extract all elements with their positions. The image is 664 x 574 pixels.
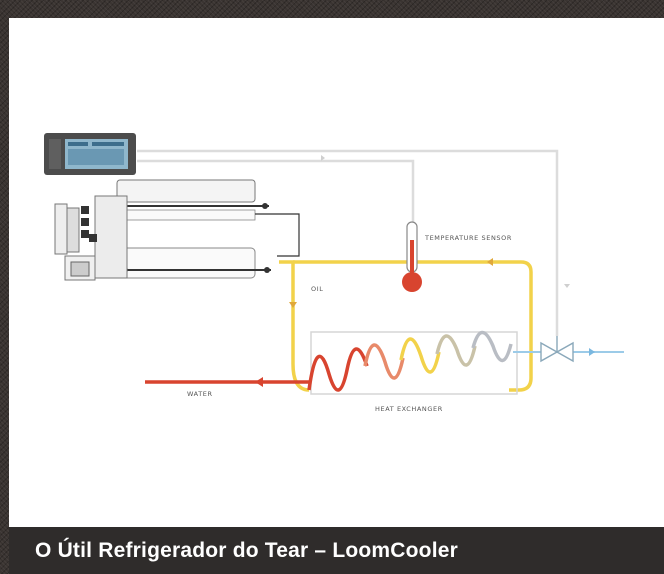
heat-exchanger-housing bbox=[310, 331, 518, 395]
loomcooler-schematic: TEMPERATURE SENSOR OIL WATER HEAT EXCHAN… bbox=[44, 133, 624, 413]
hot-water-arrow-icon bbox=[255, 377, 263, 387]
oil-flow-arrow-icon bbox=[289, 302, 297, 308]
heat-exchanger-coil bbox=[307, 330, 513, 392]
sensor-control-line bbox=[137, 159, 415, 223]
oil-flow-arrow-icon bbox=[487, 258, 493, 266]
caption-title: O Útil Refrigerador do Tear – LoomCooler bbox=[35, 539, 458, 562]
oil-line bbox=[413, 260, 533, 392]
water-label: WATER bbox=[187, 390, 213, 398]
control-arrow-icon bbox=[321, 155, 325, 161]
temperature-sensor-label: TEMPERATURE SENSOR bbox=[424, 234, 512, 242]
diagram-panel: TEMPERATURE SENSOR OIL WATER HEAT EXCHAN… bbox=[9, 18, 664, 527]
loom-machine-icon bbox=[54, 179, 300, 281]
oil-label: OIL bbox=[311, 285, 323, 293]
control-line bbox=[137, 149, 559, 336]
valve-icon bbox=[540, 336, 574, 363]
heat-exchanger-label: HEAT EXCHANGER bbox=[375, 405, 443, 413]
cold-water-arrow-icon bbox=[589, 348, 595, 356]
controller-tablet-icon bbox=[44, 133, 136, 175]
oil-line bbox=[279, 260, 310, 392]
caption-bar: O Útil Refrigerador do Tear – LoomCooler bbox=[9, 527, 664, 574]
control-arrow-icon bbox=[564, 284, 570, 288]
thermometer-icon bbox=[402, 221, 422, 292]
